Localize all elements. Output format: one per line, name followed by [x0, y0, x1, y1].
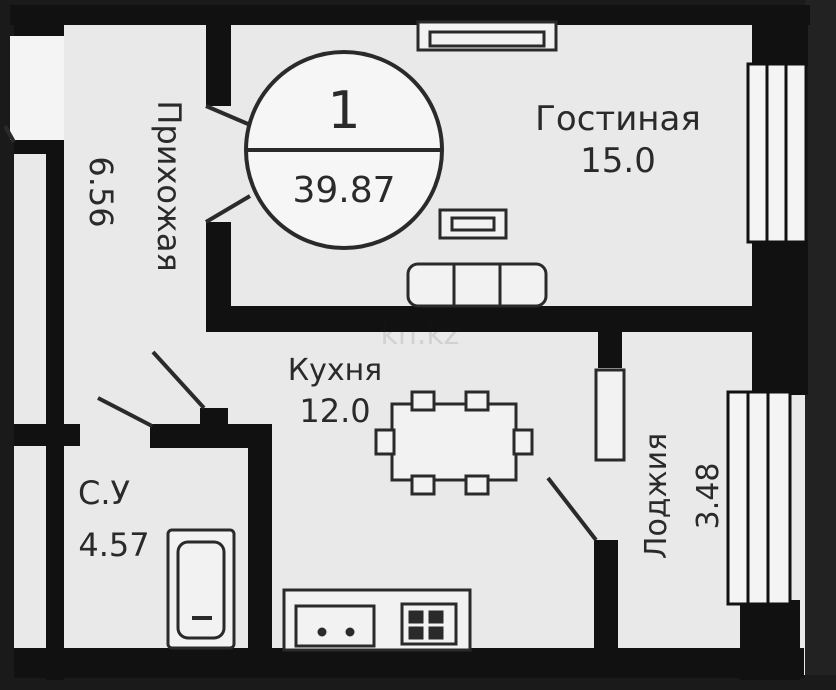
chair: [512, 428, 534, 456]
window-loggia: [726, 390, 792, 606]
room-area-loggia: 3.48: [691, 463, 726, 530]
window-living: [746, 62, 808, 244]
wall-top-left-stub: [14, 20, 64, 36]
outside-right: [805, 0, 836, 690]
bathtub-inner: [176, 540, 226, 640]
coffee-table: [438, 208, 508, 240]
door-line-entrance: [3, 125, 16, 143]
sofa: [406, 262, 548, 308]
bathtub: [166, 528, 236, 650]
watermark: kn.kz: [380, 317, 459, 352]
dining-table: [390, 402, 518, 482]
tv-stand-inner: [428, 30, 546, 48]
room-name-hall: Прихожая: [150, 100, 188, 271]
chair: [410, 390, 436, 412]
wall-right-top: [752, 10, 808, 66]
stove: [400, 602, 458, 646]
room-area-hall: 6.56: [82, 156, 120, 227]
chair: [464, 390, 490, 412]
wall-right-mid: [752, 240, 808, 395]
walls: [10, 5, 810, 680]
room-name-bathroom: С.У: [78, 474, 130, 512]
loggia-cabinet: [594, 368, 626, 462]
wall-bath-stub: [200, 408, 228, 428]
wall-left-lower-stub: [14, 424, 80, 446]
entrance-opening: [10, 36, 64, 140]
unit-badge: 1 39.87: [244, 50, 444, 250]
unit-rooms-count: 1: [327, 81, 360, 141]
outside-left: [0, 0, 14, 690]
kitchen-counter: [282, 588, 472, 652]
door-line-kitchen: [151, 350, 206, 410]
living-furniture: [406, 20, 558, 308]
room-name-kitchen: Кухня: [288, 353, 382, 388]
chair: [410, 474, 436, 496]
wall-hall-living-top: [206, 20, 231, 106]
room-area-bathroom: 4.57: [78, 526, 149, 564]
door-line-hall-top: [205, 104, 249, 126]
outside-bottom: [0, 675, 836, 690]
room-area-living: 15.0: [580, 141, 656, 181]
wall-bath-right: [248, 424, 272, 652]
bathtub-outer: [166, 528, 236, 650]
sink: [294, 604, 376, 648]
dining-set: [374, 390, 534, 496]
wall-left: [46, 140, 64, 680]
door-line-bath: [97, 396, 153, 428]
unit-total-area: 39.87: [292, 170, 395, 211]
outside-top: [0, 0, 836, 8]
coffee-table-inner: [450, 216, 496, 232]
room-name-loggia: Лоджия: [639, 433, 674, 559]
chair: [464, 474, 490, 496]
wall-loggia-bottom: [594, 540, 618, 652]
door-line-loggia: [546, 476, 598, 542]
wall-loggia-top: [598, 332, 622, 368]
door-line-hall-bottom: [204, 194, 252, 224]
wall-top: [10, 5, 810, 25]
wall-bottom: [14, 648, 804, 678]
room-area-kitchen: 12.0: [299, 392, 370, 430]
door-swings: [3, 104, 598, 542]
wall-living-bottom: [206, 306, 752, 332]
windows: [10, 36, 808, 606]
room-name-living: Гостиная: [535, 99, 701, 139]
chair: [374, 428, 396, 456]
